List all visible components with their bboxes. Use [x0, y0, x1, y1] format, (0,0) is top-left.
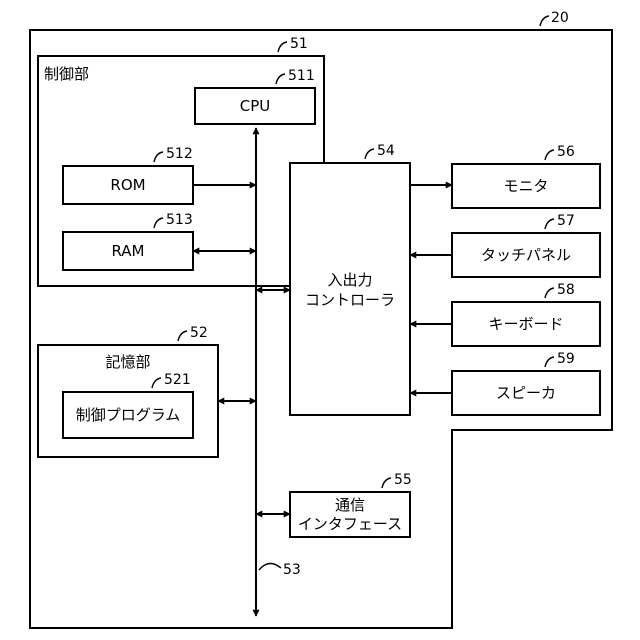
speaker-ref-leader — [545, 357, 554, 367]
ram-ref: 513 — [166, 212, 193, 228]
io-controller-box — [290, 163, 410, 415]
comm-interface-ref-leader — [382, 478, 391, 488]
cpu-ref: 511 — [288, 68, 315, 84]
device-ref-leader — [540, 16, 549, 26]
storage-ref-leader — [178, 331, 187, 341]
io-controller-label-line2: コントローラ — [305, 291, 395, 309]
storage-label: 記憶部 — [105, 353, 150, 371]
touch-panel-ref-leader — [545, 219, 554, 229]
device-ref: 20 — [551, 10, 569, 26]
monitor-label: モニタ — [503, 177, 548, 195]
monitor-ref-leader — [545, 150, 554, 160]
speaker-label: スピーカ — [496, 384, 556, 402]
speaker-ref: 59 — [557, 351, 575, 367]
control-program-ref: 521 — [164, 372, 191, 388]
keyboard-ref: 58 — [557, 282, 575, 298]
storage-ref: 52 — [190, 325, 208, 341]
io-controller-ref-leader — [365, 149, 374, 159]
io-controller-ref: 54 — [377, 143, 395, 159]
comm-interface-label-line2: インタフェース — [298, 515, 402, 533]
bus-ref-leader — [259, 563, 281, 570]
control-unit-ref: 51 — [290, 36, 308, 52]
keyboard-ref-leader — [545, 288, 554, 298]
monitor-ref: 56 — [557, 144, 575, 160]
control-unit-ref-leader — [278, 42, 287, 52]
cpu-label: CPU — [240, 97, 271, 115]
rom-ref: 512 — [166, 146, 193, 162]
ram-label: RAM — [111, 242, 144, 260]
comm-interface-label-line1: 通信 — [335, 496, 365, 514]
comm-interface-ref: 55 — [394, 472, 412, 488]
bus-ref: 53 — [283, 562, 301, 578]
io-controller-label-line1: 入出力 — [327, 271, 372, 289]
control-program-label: 制御プログラム — [76, 406, 181, 424]
keyboard-label: キーボード — [488, 315, 563, 333]
control-unit-label: 制御部 — [44, 65, 89, 83]
touch-panel-ref: 57 — [557, 213, 575, 229]
touch-panel-label: タッチパネル — [481, 246, 571, 264]
rom-label: ROM — [110, 176, 145, 194]
